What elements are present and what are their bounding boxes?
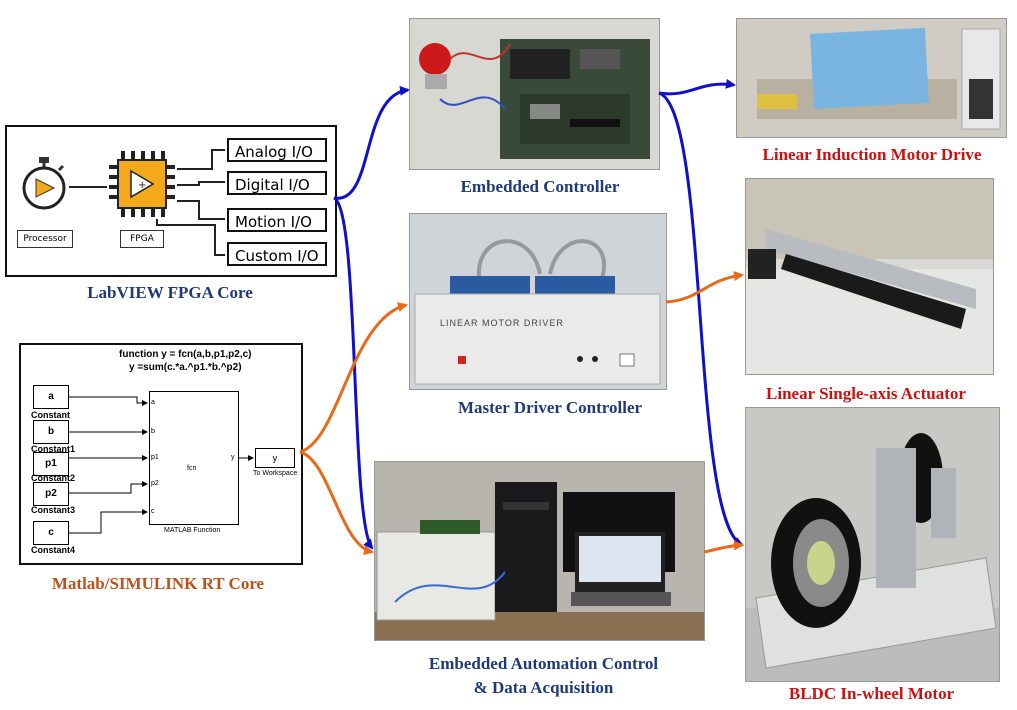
simulink-caption: Matlab/SIMULINK RT Core: [51, 574, 265, 593]
constant-b: b: [33, 420, 69, 444]
function-line-2: y =sum(c.*a.^p1.*b.^p2): [129, 362, 242, 373]
arrow-daq-to-bldc: [703, 540, 744, 554]
arrow-embedded-to-lim: [658, 78, 736, 96]
constant-c-name: Constant4: [31, 545, 76, 555]
master-driver-photo: LINEAR MOTOR DRIVER: [409, 213, 667, 390]
bldc-photo: [745, 407, 1000, 682]
motion-io-box: Motion I/O: [227, 208, 327, 232]
port-a: a: [151, 399, 155, 406]
arrow-labview-to-daq: [332, 196, 374, 550]
output-port-y: y: [231, 454, 235, 461]
port-b: b: [151, 428, 155, 435]
labview-diagram: Processor + FPGA Analog I/O Digital I/O …: [5, 125, 337, 277]
daq-photo: [374, 461, 705, 641]
arrow-embedded-to-bldc: [658, 91, 744, 547]
constant-c: c: [33, 521, 69, 545]
custom-io-box: Custom I/O: [227, 242, 327, 266]
actuator-caption: Linear Single-axis Actuator: [766, 384, 966, 403]
lim-drive-caption: Linear Induction Motor Drive: [762, 145, 982, 164]
port-c: c: [151, 508, 155, 515]
labview-caption: LabVIEW FPGA Core: [87, 283, 253, 302]
analog-io-box: Analog I/O: [227, 138, 327, 162]
embedded-controller-photo: [409, 18, 660, 170]
port-p2: p2: [151, 480, 159, 487]
bldc-caption: BLDC In-wheel Motor: [788, 684, 955, 703]
function-line-1: function y = fcn(a,b,p1,p2,c): [119, 349, 252, 360]
svg-text:+: +: [138, 180, 146, 191]
linear-induction-motor-photo: [736, 18, 1007, 138]
constant-p2: p2: [33, 482, 69, 506]
master-driver-caption: Master Driver Controller: [457, 398, 643, 417]
processor-label: Processor: [17, 230, 73, 248]
port-p1: p1: [151, 454, 159, 461]
constant-a-name: Constant: [31, 410, 70, 420]
to-workspace-caption: To Workspace: [253, 470, 298, 477]
stopwatch-icon: [22, 157, 66, 210]
matlab-function-caption: MATLAB Function: [164, 527, 221, 534]
actuator-photo: [745, 178, 994, 375]
fpga-chip-icon: +: [109, 151, 175, 217]
constant-p1: p1: [33, 452, 69, 476]
arrow-master-to-actuator: [665, 271, 744, 304]
digital-io-box: Digital I/O: [227, 171, 327, 195]
arrow-simulink-to-master: [299, 302, 408, 454]
matlab-function-block: [149, 391, 239, 525]
driver-panel-text: LINEAR MOTOR DRIVER: [440, 318, 564, 328]
fcn-label: fcn: [187, 465, 197, 472]
arrow-simulink-to-daq: [299, 450, 374, 556]
embedded-controller-caption: Embedded Controller: [460, 177, 620, 196]
simulink-diagram: function y = fcn(a,b,p1,p2,c) y =sum(c.*…: [19, 343, 303, 565]
constant-b-name: Constant1: [31, 444, 76, 454]
daq-caption-line-2: & Data Acquisition: [473, 678, 614, 697]
labview-wires: [69, 149, 225, 256]
arrow-labview-to-embedded: [333, 85, 410, 200]
constant-a: a: [33, 385, 69, 409]
constant-p1-name: Constant2: [31, 473, 76, 483]
fpga-label: FPGA: [120, 230, 164, 248]
to-workspace-block: y: [255, 448, 295, 468]
constant-p2-name: Constant3: [31, 505, 76, 515]
daq-caption-line-1: Embedded Automation Control: [428, 654, 659, 673]
